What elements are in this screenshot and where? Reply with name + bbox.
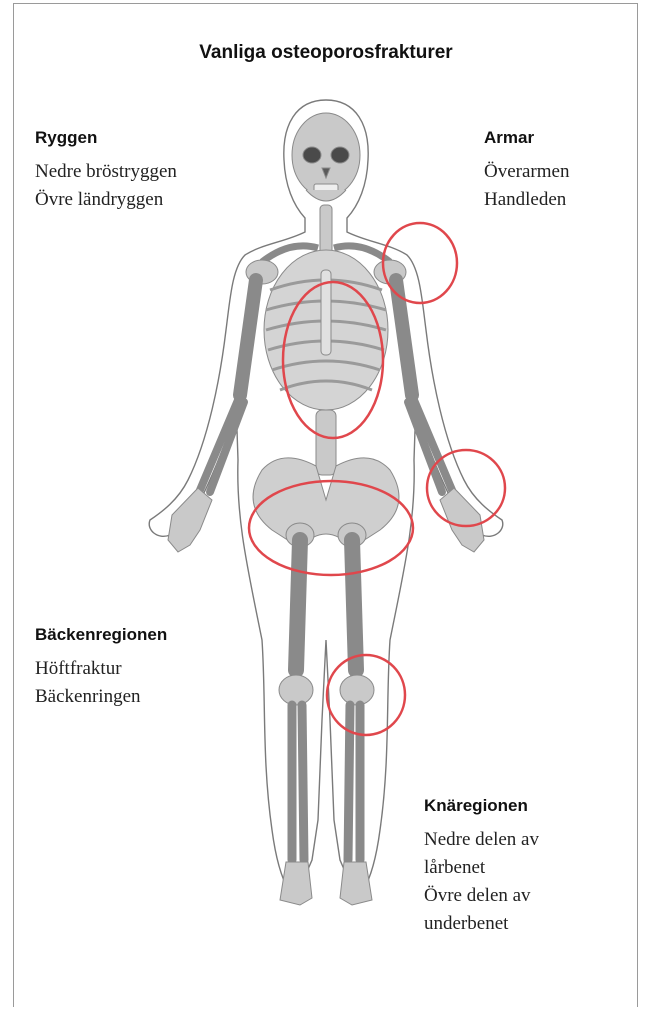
knee-heading: Knäregionen (424, 796, 528, 816)
left-eye-socket (303, 147, 321, 163)
left-femur (296, 540, 300, 670)
bones (168, 113, 484, 905)
left-tibia (292, 705, 304, 860)
back-heading: Ryggen (35, 128, 97, 148)
left-foot (280, 862, 312, 905)
arms-item: Handleden (484, 186, 566, 213)
arms-heading: Armar (484, 128, 534, 148)
right-knee (340, 675, 374, 705)
knee-item: Övre delen av (424, 882, 531, 909)
back-item: Övre ländryggen (35, 186, 163, 213)
left-hand (168, 488, 212, 552)
pelvis-item: Bäckenringen (35, 683, 141, 710)
right-humerus (396, 280, 412, 395)
right-eye-socket (331, 147, 349, 163)
knee-item: underbenet (424, 910, 508, 937)
knee-item: Nedre delen av (424, 826, 539, 853)
knee-item: lårbenet (424, 854, 485, 881)
right-femur (352, 540, 356, 670)
left-knee (279, 675, 313, 705)
pelvis-heading: Bäckenregionen (35, 625, 167, 645)
lumbar-spine (316, 410, 336, 475)
jaw (306, 190, 346, 201)
back-item: Nedre bröstryggen (35, 158, 177, 185)
pelvis-item: Höftfraktur (35, 655, 122, 682)
left-humerus (240, 280, 256, 395)
arms-item: Överarmen (484, 158, 569, 185)
right-tibia (348, 705, 360, 860)
right-foot (340, 862, 372, 905)
